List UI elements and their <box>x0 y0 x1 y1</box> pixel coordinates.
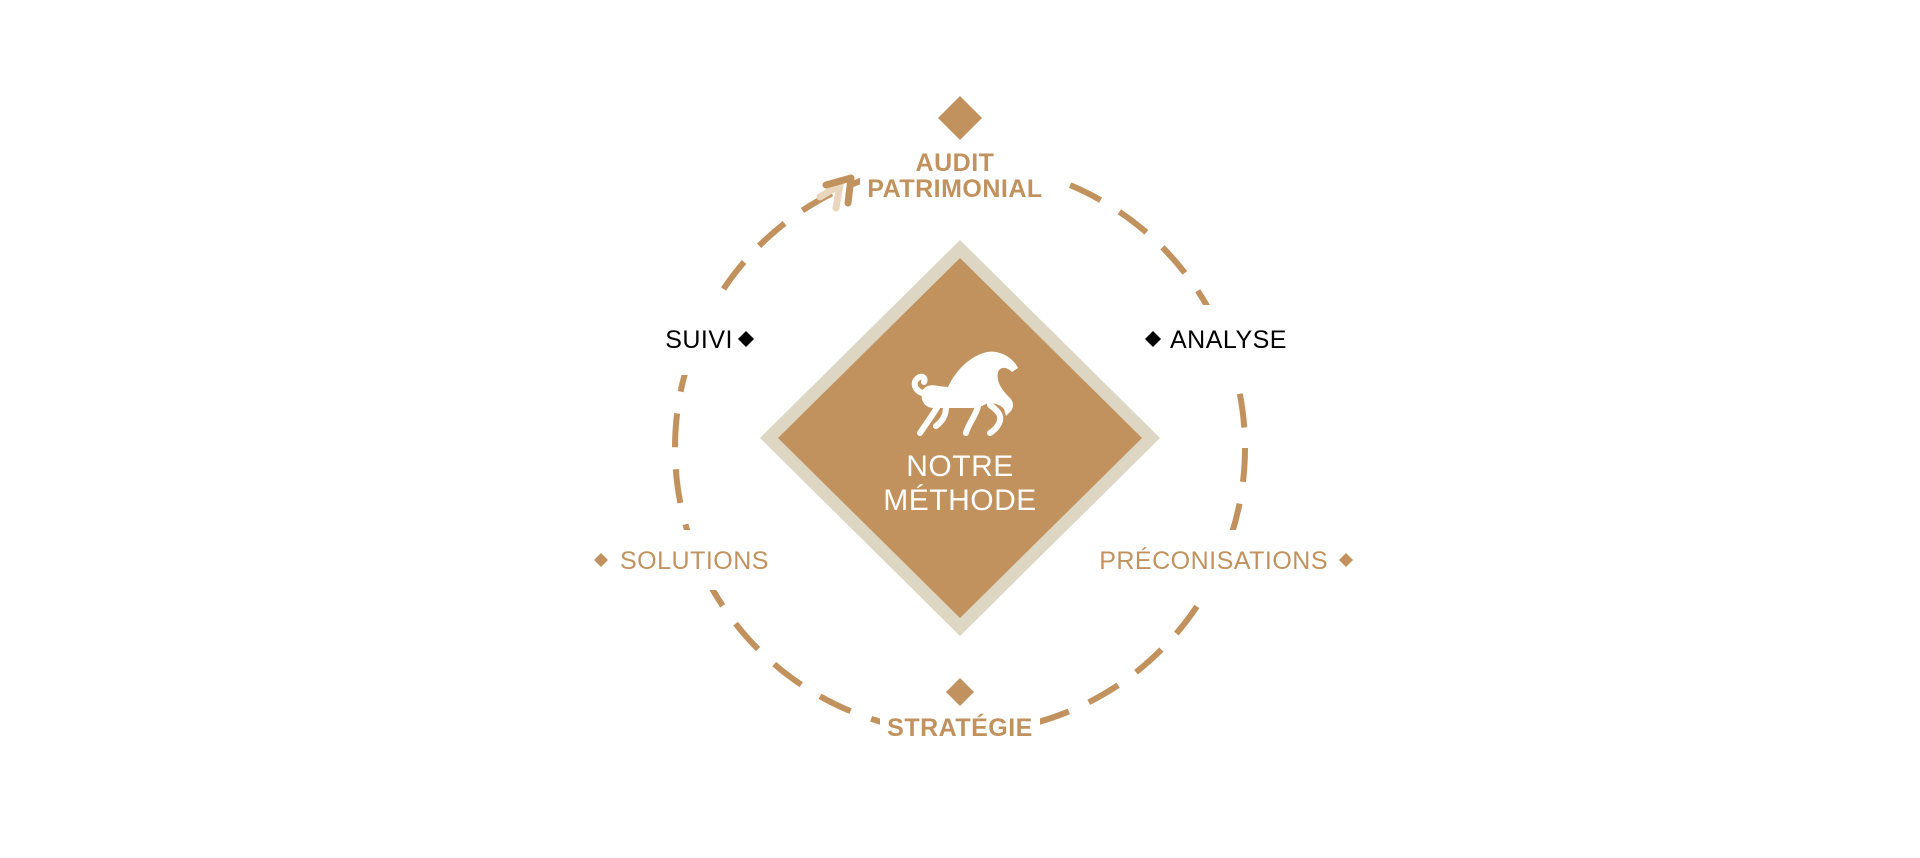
solutions-label-backdrop <box>585 530 765 590</box>
audit-label-line1: AUDIT <box>916 149 995 177</box>
preconisations-label-backdrop <box>1110 530 1360 590</box>
audit-label-backdrop <box>860 140 1060 210</box>
analyse-label: ANALYSE <box>1170 326 1287 354</box>
cycle-ring <box>672 160 1248 736</box>
suivi-label: SUIVI <box>665 326 733 354</box>
center-diamond <box>778 258 1142 618</box>
center-title-line1: NOTRE <box>906 450 1014 483</box>
suivi-marker-diamond <box>738 331 754 347</box>
horse-icon <box>911 351 1018 436</box>
strategie-marker-diamond <box>946 678 974 706</box>
solutions-marker-diamond <box>594 553 608 567</box>
audit-label-line2: PATRIMONIAL <box>867 175 1042 203</box>
analyse-marker-diamond <box>1145 331 1161 347</box>
strategie-label: STRATÉGIE <box>887 713 1033 742</box>
preconisations-label: PRÉCONISATIONS <box>1099 546 1328 575</box>
cycle-arrow-icon <box>816 174 855 212</box>
preconisations-marker-diamond <box>1339 553 1353 567</box>
solutions-label: SOLUTIONS <box>620 547 769 575</box>
audit-marker-diamond <box>938 96 982 140</box>
center-title-line2: MÉTHODE <box>883 484 1037 517</box>
